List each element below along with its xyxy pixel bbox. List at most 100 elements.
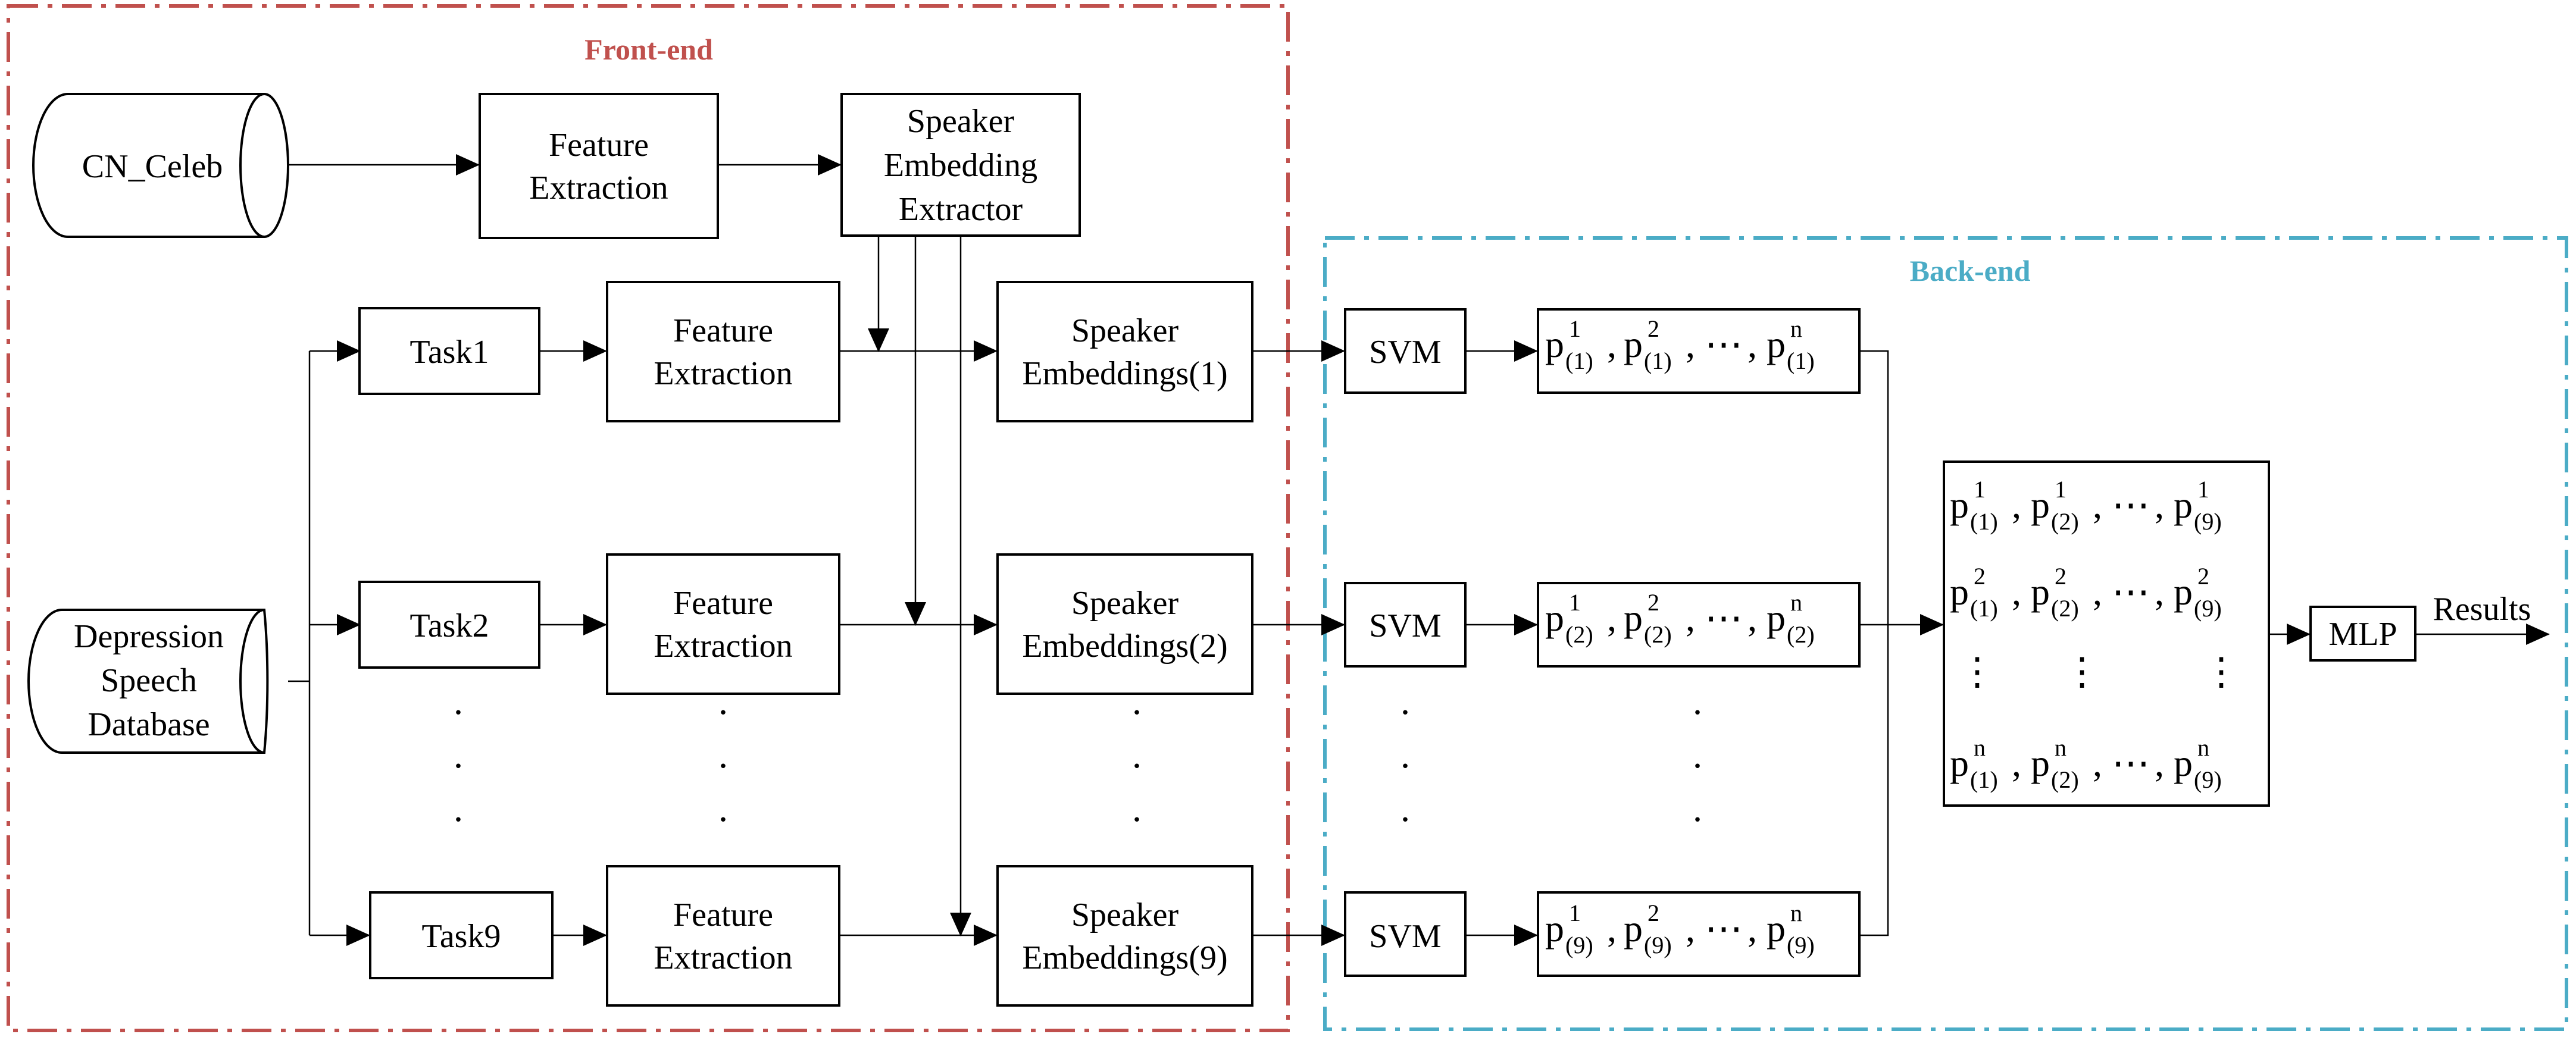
feature-extraction-label-line2: Extraction [529, 170, 668, 206]
ellipsis-dot: . [454, 680, 463, 722]
fe9-label-line2: Extraction [654, 939, 792, 976]
ellipsis-dot: . [1693, 787, 1702, 829]
p-symbol: p [1767, 323, 1786, 365]
emb9-label-line2: Embeddings(9) [1022, 939, 1227, 976]
p-superscript: 1 [1569, 589, 1581, 616]
p-superscript: n [2197, 734, 2209, 761]
p-symbol: p [1545, 907, 1564, 950]
emb2-label-line1: Speaker [1071, 585, 1179, 622]
comma: , [1607, 323, 1617, 365]
p-subscript: (9) [1787, 932, 1815, 958]
svm-label: SVM [1369, 607, 1441, 644]
ellipsis-dot: . [1400, 680, 1410, 722]
extractor-label-line1: Speaker [907, 103, 1015, 140]
comma: , [2155, 484, 2164, 526]
feature-extraction-task1: Feature Extraction [606, 281, 840, 422]
speaker-embeddings-9: Speaker Embeddings(9) [996, 865, 1253, 1007]
p-superscript: 2 [2197, 563, 2209, 590]
p-subscript: (1) [1970, 766, 1998, 793]
p-superscript: 2 [1647, 315, 1659, 342]
task1-box: Task1 [358, 307, 540, 395]
p-symbol: p [2031, 742, 2050, 784]
p-superscript: n [2055, 734, 2067, 761]
p-subscript: (2) [2051, 766, 2079, 793]
extractor-label-line3: Extractor [899, 191, 1023, 228]
task2-label: Task2 [410, 607, 489, 644]
p-subscript: (2) [1565, 621, 1593, 648]
emb2-label-line2: Embeddings(2) [1022, 628, 1227, 665]
p-symbol: p [2174, 742, 2193, 784]
p-superscript: n [1790, 900, 1802, 926]
task9-label: Task9 [422, 918, 501, 955]
cn-celeb-label: CN_Celeb [82, 148, 223, 185]
mlp-box: MLP [2309, 606, 2416, 662]
comma: , [1607, 597, 1617, 639]
p-symbol: p [1545, 323, 1564, 365]
p-superscript: 1 [1974, 476, 1986, 503]
comma: , [1607, 907, 1617, 950]
vdots: ⋮ [2063, 650, 2101, 693]
cdots: ⋯ [1705, 597, 1743, 639]
p-superscript: 1 [1569, 315, 1581, 342]
feature-extraction-task9: Feature Extraction [606, 865, 840, 1007]
p-subscript: (1) [1644, 347, 1672, 374]
cdots: ⋯ [2112, 742, 2150, 784]
p-subscript: (2) [1644, 621, 1672, 648]
p-subscript: (9) [2194, 595, 2222, 622]
p-symbol: p [1624, 323, 1643, 365]
p-subscript: (9) [1644, 932, 1672, 958]
p-symbol: p [1767, 597, 1786, 639]
feature-extraction-label-line1: Feature [549, 127, 649, 164]
p-superscript: n [1790, 589, 1802, 616]
comma: , [2155, 742, 2164, 784]
frontend-ellipsis: . . . . . . . . . [454, 680, 1142, 829]
p-subscript: (9) [1565, 932, 1593, 958]
comma: , [1686, 907, 1695, 950]
p-superscript: 1 [2197, 476, 2209, 503]
comma: , [2155, 571, 2164, 613]
comma: , [1747, 323, 1757, 365]
p-superscript: 2 [1647, 589, 1659, 616]
p-subscript: (1) [1970, 595, 1998, 622]
comma: , [2093, 571, 2102, 613]
p-subscript: (1) [1970, 508, 1998, 535]
comma: , [2012, 742, 2021, 784]
comma: , [1747, 907, 1757, 950]
backend-ellipsis: . . . . . . [1400, 680, 1702, 829]
p-superscript: 2 [2055, 563, 2067, 590]
fe2-label-line2: Extraction [654, 628, 792, 665]
vdots: ⋮ [2202, 650, 2240, 693]
p-symbol: p [1624, 597, 1643, 639]
emb1-label-line2: Embeddings(1) [1022, 355, 1227, 392]
backend-title: Back-end [1910, 254, 2031, 287]
p-superscript: 1 [2055, 476, 2067, 503]
p-subscript: (1) [1565, 347, 1593, 374]
ellipsis-dot: . [1693, 734, 1702, 776]
p-symbol: p [2174, 571, 2193, 613]
results-label: Results [2433, 591, 2531, 628]
svm-9: SVM [1344, 891, 1467, 977]
p-symbol: p [2031, 484, 2050, 526]
speaker-embedding-extractor: Speaker Embedding Extractor [840, 93, 1081, 237]
p-symbol: p [1950, 484, 1969, 526]
database-label-line3: Database [87, 706, 210, 743]
ellipsis-dot: . [718, 734, 728, 776]
p-symbol: p [2031, 571, 2050, 613]
feature-extraction-task2: Feature Extraction [606, 553, 840, 695]
ellipsis-dot: . [1132, 680, 1142, 722]
fe1-label-line1: Feature [673, 312, 773, 349]
ellipsis-dot: . [454, 734, 463, 776]
fe2-label-line1: Feature [673, 585, 773, 622]
comma: , [1686, 597, 1695, 639]
svm-1: SVM [1344, 308, 1467, 394]
vdots: ⋮ [1958, 650, 1996, 693]
p-subscript: (2) [1787, 621, 1815, 648]
p-subscript: (1) [1787, 347, 1815, 374]
